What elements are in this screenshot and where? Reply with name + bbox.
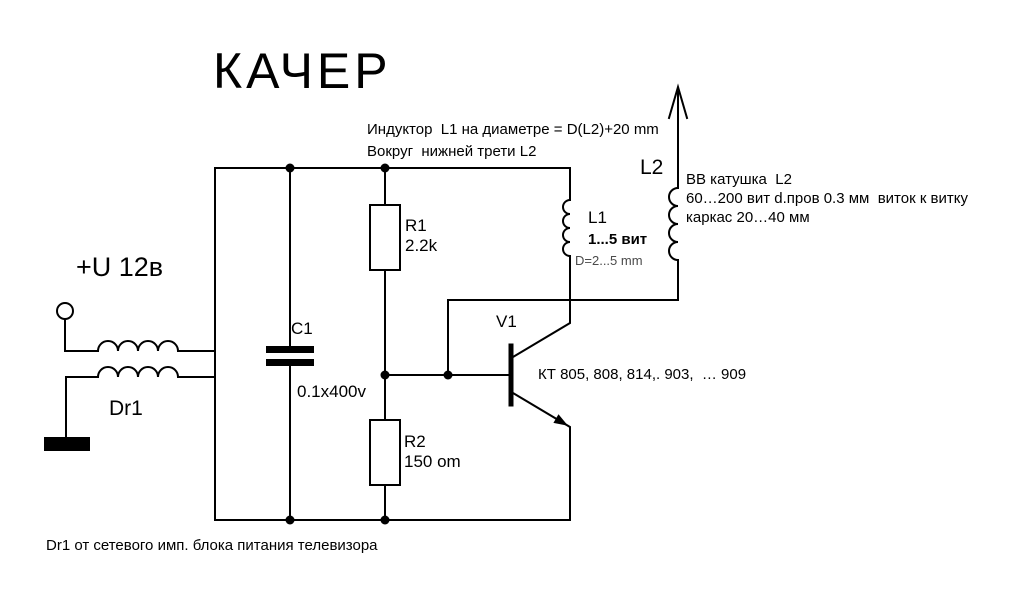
v1-types-note: КТ 805, 808, 814,. 903, … 909 [538, 366, 747, 383]
r1-resistor-body [369, 204, 401, 271]
r1-value: 2.2k [405, 236, 438, 255]
wire-emitter [511, 391, 571, 521]
junction-dot [380, 163, 390, 173]
wire-collector [511, 255, 571, 359]
l1-placement-note-line2: Вокруг нижней трети L2 [367, 143, 537, 160]
bottom-note: Dr1 от сетевого имп. блока питания телев… [46, 537, 378, 554]
dr1-label: Dr1 [109, 397, 143, 420]
junction-dot [285, 163, 295, 173]
l2-note-line2: 60…200 вит d.пров 0.3 мм виток к витку [686, 190, 968, 207]
wire-l2-feedback [447, 259, 679, 376]
r2-label: R2 [404, 432, 426, 451]
l2-coil-symbol [668, 186, 680, 262]
wire-supply-top [64, 318, 216, 352]
c1-plate-bottom [266, 359, 314, 366]
r2-resistor-body [369, 419, 401, 486]
v1-label: V1 [496, 312, 517, 331]
l1-diameter-label: D=2...5 mm [575, 253, 643, 268]
c1-value: 0.1x400v [297, 382, 366, 401]
l1-label: L1 [588, 208, 607, 227]
l1-turns-label: 1...5 вит [588, 231, 648, 248]
r1-label: R1 [405, 216, 427, 235]
junction-dots [285, 163, 453, 525]
junction-dot [380, 370, 390, 380]
antenna-arrowhead [667, 83, 689, 120]
ground-symbol [44, 437, 90, 451]
supply-terminal [56, 302, 74, 320]
l2-note-line1: ВВ катушка L2 [686, 171, 792, 188]
c1-label: C1 [291, 319, 313, 338]
l2-note-line3: каркас 20…40 мм [686, 209, 810, 226]
l1-coil-symbol [562, 198, 572, 258]
wire-supply-bottom [65, 376, 216, 438]
dr1-top-winding-coil [96, 340, 180, 353]
junction-dot [380, 515, 390, 525]
emitter-arrowhead [553, 414, 568, 426]
page-title: КАЧЕР [213, 43, 392, 99]
dr1-bottom-winding-coil [96, 366, 180, 379]
l2-label: L2 [640, 156, 664, 179]
supply-voltage-label: +U 12в [76, 252, 164, 282]
r2-value: 150 om [404, 452, 461, 471]
l1-placement-note-line1: Индуктор L1 на диаметре = D(L2)+20 mm [367, 121, 659, 138]
junction-dot [443, 370, 453, 380]
c1-plate-top [266, 346, 314, 353]
junction-dot [285, 515, 295, 525]
